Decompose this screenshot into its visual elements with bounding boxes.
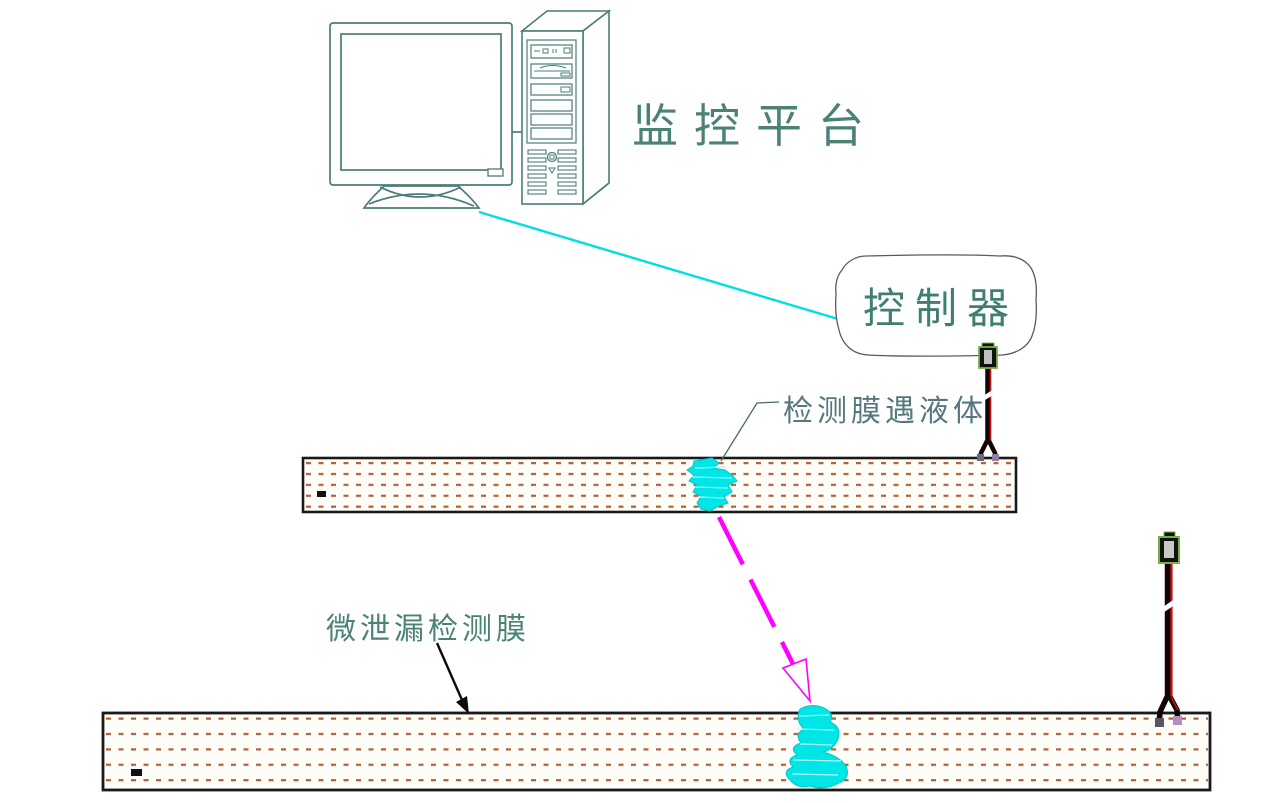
upper-detection-membrane: [301, 456, 1018, 514]
liquid-label-leader-line: [720, 401, 780, 462]
computer-tower-icon: [519, 9, 612, 206]
cable-break-mark: [979, 389, 997, 402]
cable-connector-icon: [1158, 531, 1180, 564]
lower-sensor-cable: [1155, 531, 1182, 727]
probe-tip: [1155, 718, 1164, 727]
monitoring-platform-label: 监控平台: [632, 101, 880, 152]
controller-label: 控制器: [862, 287, 1019, 333]
membrane-mark: [131, 769, 142, 776]
computer-controller-link-line: [478, 210, 839, 321]
cable-break-mark: [1158, 598, 1178, 615]
probe-tip: [992, 454, 999, 461]
detection-membrane-liquid-label: 检测膜遇液体: [783, 395, 987, 428]
monitor-icon: [329, 22, 522, 209]
micro-leak-membrane-label: 微泄漏检测膜: [326, 613, 530, 646]
liquid-blob-upper: [686, 457, 738, 512]
probe-tip: [1173, 716, 1182, 725]
liquid-blob-lower: [785, 705, 848, 789]
upper-sensor-cable: [977, 342, 999, 461]
controller-box: [834, 254, 1038, 357]
cable-connector-icon: [978, 342, 998, 369]
membrane-mark: [317, 491, 326, 497]
membrane-label-arrow: [435, 642, 469, 714]
drip-arrow-icon: [716, 515, 812, 704]
lower-detection-membrane: [101, 711, 1212, 792]
probe-tip: [977, 454, 984, 461]
